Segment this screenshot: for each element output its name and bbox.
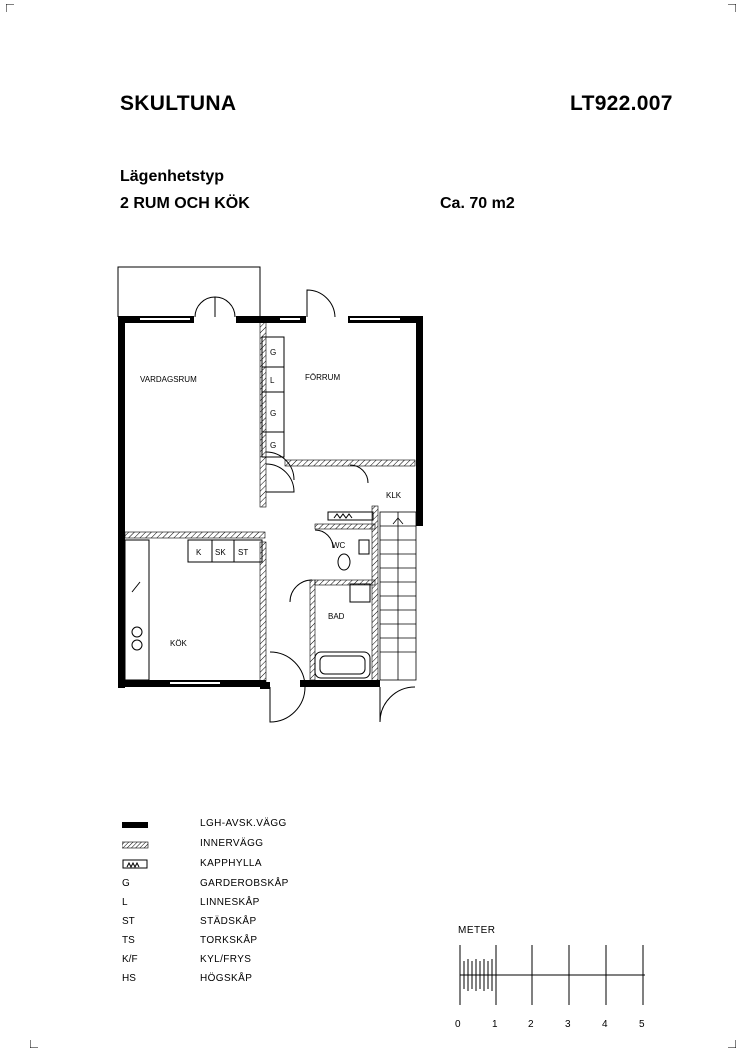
legend-code: K/F	[122, 954, 138, 965]
legend-text: KAPPHYLLA	[200, 858, 262, 869]
crop-mark-bottom-left	[30, 1040, 38, 1048]
wall-hatched-icon	[122, 841, 149, 849]
apartment-type-value: 2 RUM OCH KÖK	[120, 195, 250, 212]
shelf-icon	[122, 859, 148, 869]
legend-code: HS	[122, 973, 136, 984]
bathroom-fixtures	[314, 539, 371, 679]
kitchen-unit-label: SK	[215, 548, 226, 557]
room-label-bedroom: VARDAGSRUM	[140, 375, 197, 384]
closet-label: G	[270, 409, 276, 418]
kitchen-unit-label: K	[196, 548, 202, 557]
wall-thick-icon	[122, 822, 148, 828]
closet-label: L	[270, 376, 275, 385]
legend-text: STÄDSKÅP	[200, 916, 257, 927]
scale-label: METER	[458, 925, 496, 936]
drawing-code: LT922.007	[570, 92, 673, 115]
apartment-type-label: Lägenhetstyp	[120, 168, 225, 185]
stairs	[379, 511, 417, 681]
closet-label: G	[270, 348, 276, 357]
crop-mark-bottom-right	[728, 1040, 736, 1048]
legend-text: LGH-AVSK.VÄGG	[200, 818, 287, 829]
room-label-wc: WC	[332, 541, 346, 550]
legend-text: HÖGSKÅP	[200, 973, 253, 984]
scale-tick: 5	[639, 1019, 645, 1030]
legend-text: KYL/FRYS	[200, 954, 252, 965]
room-label-hall: FÖRRUM	[305, 373, 340, 382]
kitchen-counter	[124, 539, 263, 681]
floor-plan: VARDAGSRUM FÖRRUM KLK WC BAD KÖK G L G G…	[117, 266, 423, 723]
legend-text: LINNESKÅP	[200, 897, 260, 908]
legend-text: INNERVÄGG	[200, 838, 264, 849]
legend-code: ST	[122, 916, 135, 927]
kitchen-unit-label: ST	[238, 548, 248, 557]
crop-mark-top-right	[728, 4, 736, 12]
scale-tick: 3	[565, 1019, 571, 1030]
balcony-outline	[117, 266, 261, 317]
closet-column	[261, 336, 285, 458]
legend-text: GARDEROBSKÅP	[200, 878, 289, 889]
scale-tick: 1	[492, 1019, 498, 1030]
legend-code: G	[122, 878, 130, 889]
scale-tick: 4	[602, 1019, 608, 1030]
interior-walls	[124, 321, 416, 683]
scale-tick: 2	[528, 1019, 534, 1030]
windows	[140, 318, 400, 684]
room-label-klk: KLK	[386, 491, 402, 500]
closet-label: G	[270, 441, 276, 450]
legend-code: TS	[122, 935, 135, 946]
room-label-kitchen: KÖK	[170, 639, 188, 648]
apartment-area: Ca. 70 m2	[440, 195, 515, 212]
scale-tick: 0	[455, 1019, 461, 1030]
legend-text: TORKSKÅP	[200, 935, 258, 946]
crop-mark-top-left	[6, 4, 14, 12]
place-title: SKULTUNA	[120, 92, 237, 115]
doors	[194, 289, 416, 723]
room-label-bath: BAD	[328, 612, 345, 621]
coat-shelf	[327, 511, 374, 521]
scale-graphic	[459, 945, 645, 1005]
legend-code: L	[122, 897, 128, 908]
